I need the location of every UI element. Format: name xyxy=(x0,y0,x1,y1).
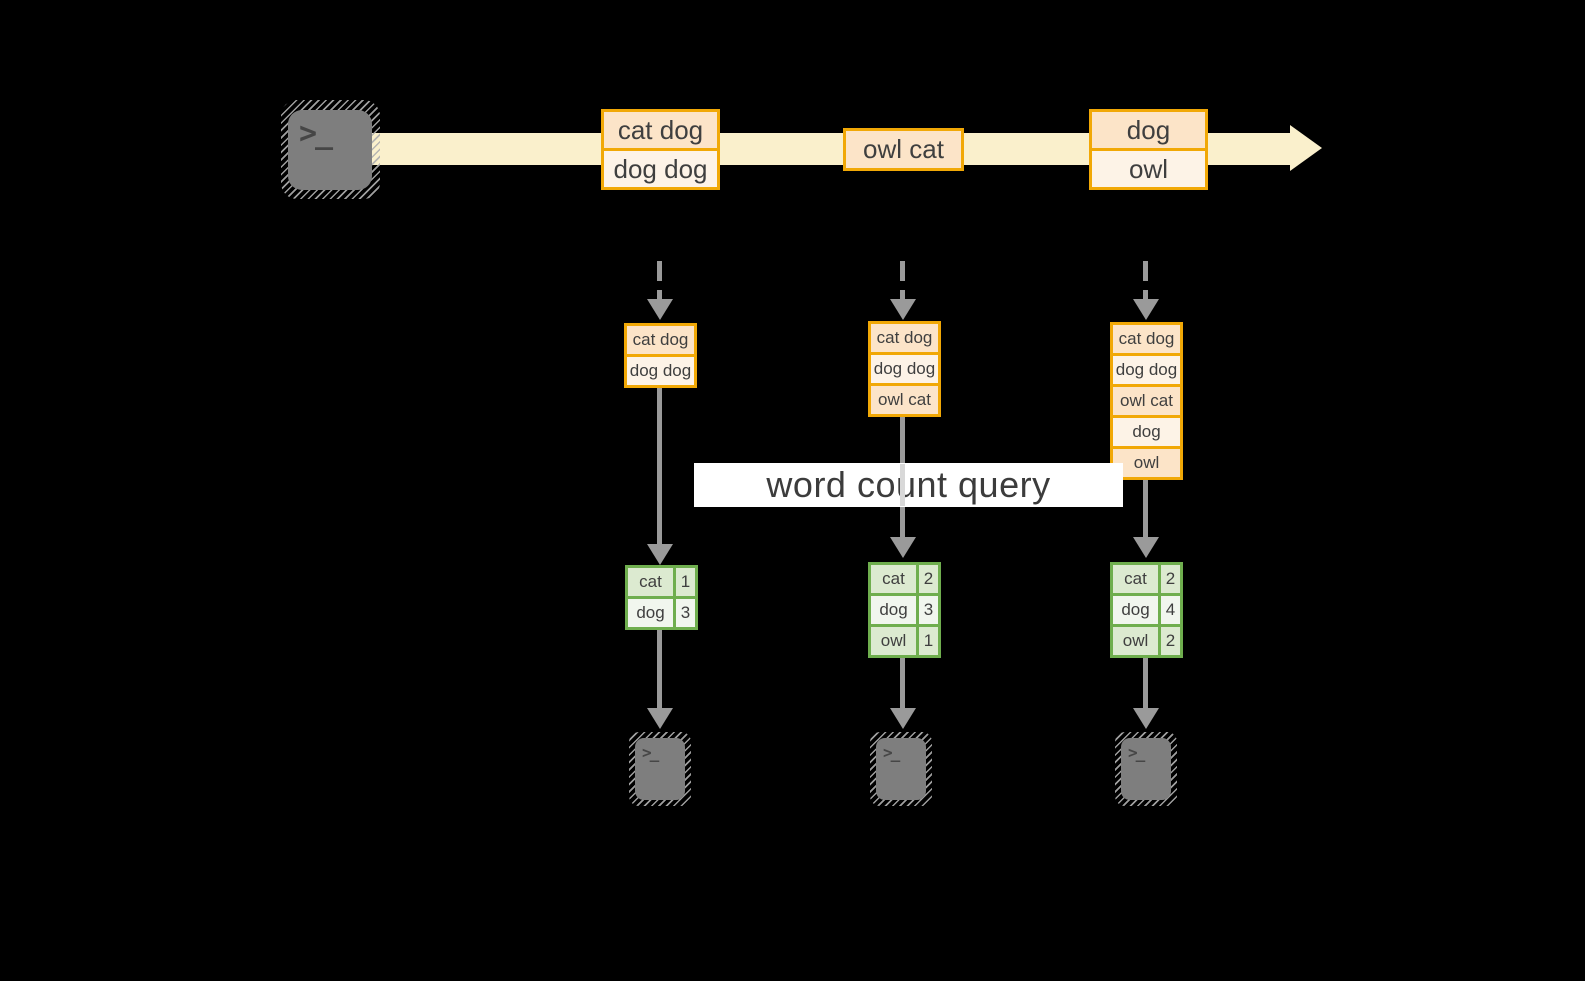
flow-line-through-box xyxy=(900,464,905,506)
prompt-icon: >_ xyxy=(299,116,333,151)
batch-row: owl cat xyxy=(1113,384,1180,415)
count-cell: 4 xyxy=(1165,600,1176,619)
count-cell: 2 xyxy=(1165,631,1176,650)
word-cell: owl xyxy=(871,627,919,655)
batch-box-3: cat dog dog dog owl cat dog owl xyxy=(1110,322,1183,480)
table-row: owl 2 xyxy=(1113,624,1180,655)
flow-line xyxy=(900,658,905,708)
stream-arrow-head xyxy=(1290,125,1322,171)
dashed-arrowhead-icon xyxy=(647,299,673,320)
batch-row: cat dog xyxy=(1113,325,1180,353)
flow-arrowhead-icon xyxy=(1133,708,1159,729)
event-line: owl xyxy=(1092,148,1205,187)
word-count-table-1: cat 1 dog 3 xyxy=(625,565,698,630)
event-line: dog xyxy=(1092,112,1205,148)
word-cell: dog xyxy=(871,596,919,624)
count-cell: 3 xyxy=(680,603,691,622)
word-cell: cat xyxy=(871,565,919,593)
flow-arrowhead-icon xyxy=(647,708,673,729)
query-label: word count query xyxy=(766,464,1051,505)
terminal-screen: >_ xyxy=(635,738,685,800)
event-line: dog dog xyxy=(604,148,717,187)
flow-line xyxy=(657,630,662,708)
stream-event-box-3: dog owl xyxy=(1089,109,1208,190)
table-row: dog 3 xyxy=(628,596,695,627)
batch-row: dog dog xyxy=(627,354,694,385)
flow-line xyxy=(1143,479,1148,537)
word-cell: dog xyxy=(628,599,676,627)
event-line: cat dog xyxy=(604,112,717,148)
batch-row: owl cat xyxy=(871,383,938,414)
count-cell: 2 xyxy=(923,569,934,588)
dashed-arrow-icon xyxy=(900,261,905,301)
table-row: dog 3 xyxy=(871,593,938,624)
stream-event-box-1: cat dog dog dog xyxy=(601,109,720,190)
flow-arrowhead-icon xyxy=(890,708,916,729)
count-cell: 1 xyxy=(923,631,934,650)
flow-line xyxy=(1143,658,1148,708)
query-label-box: word count query xyxy=(694,463,1123,507)
batch-row: dog dog xyxy=(871,352,938,383)
batch-box-2: cat dog dog dog owl cat xyxy=(868,321,941,417)
sink-terminal-icon-1: >_ xyxy=(629,732,691,806)
batch-row: dog xyxy=(1113,415,1180,446)
table-row: dog 4 xyxy=(1113,593,1180,624)
word-cell: cat xyxy=(1113,565,1161,593)
sink-terminal-icon-2: >_ xyxy=(870,732,932,806)
table-row: cat 2 xyxy=(871,565,938,593)
dashed-arrowhead-icon xyxy=(1133,299,1159,320)
count-cell: 2 xyxy=(1165,569,1176,588)
count-cell: 1 xyxy=(680,572,691,591)
terminal-screen: >_ xyxy=(876,738,926,800)
prompt-icon: >_ xyxy=(1128,743,1145,762)
batch-box-1: cat dog dog dog xyxy=(624,323,697,388)
prompt-icon: >_ xyxy=(642,743,659,762)
dashed-arrow-icon xyxy=(1143,261,1148,301)
word-count-table-3: cat 2 dog 4 owl 2 xyxy=(1110,562,1183,658)
table-row: cat 2 xyxy=(1113,565,1180,593)
batch-row: cat dog xyxy=(627,326,694,354)
table-row: owl 1 xyxy=(871,624,938,655)
word-cell: dog xyxy=(1113,596,1161,624)
word-cell: owl xyxy=(1113,627,1161,655)
source-terminal-icon: >_ xyxy=(281,100,380,199)
event-line: owl cat xyxy=(846,131,961,168)
flow-arrowhead-icon xyxy=(647,544,673,565)
flow-arrowhead-icon xyxy=(890,537,916,558)
terminal-screen: >_ xyxy=(288,110,372,190)
flow-arrowhead-icon xyxy=(1133,537,1159,558)
stream-event-box-2: owl cat xyxy=(843,128,964,171)
batch-row: dog dog xyxy=(1113,353,1180,384)
terminal-screen: >_ xyxy=(1121,738,1171,800)
count-cell: 3 xyxy=(923,600,934,619)
dashed-arrowhead-icon xyxy=(890,299,916,320)
batch-row: owl xyxy=(1113,446,1180,477)
table-row: cat 1 xyxy=(628,568,695,596)
prompt-icon: >_ xyxy=(883,743,900,762)
dashed-arrow-icon xyxy=(657,261,662,301)
sink-terminal-icon-3: >_ xyxy=(1115,732,1177,806)
batch-row: cat dog xyxy=(871,324,938,352)
word-cell: cat xyxy=(628,568,676,596)
word-count-table-2: cat 2 dog 3 owl 1 xyxy=(868,562,941,658)
flow-line xyxy=(657,387,662,544)
